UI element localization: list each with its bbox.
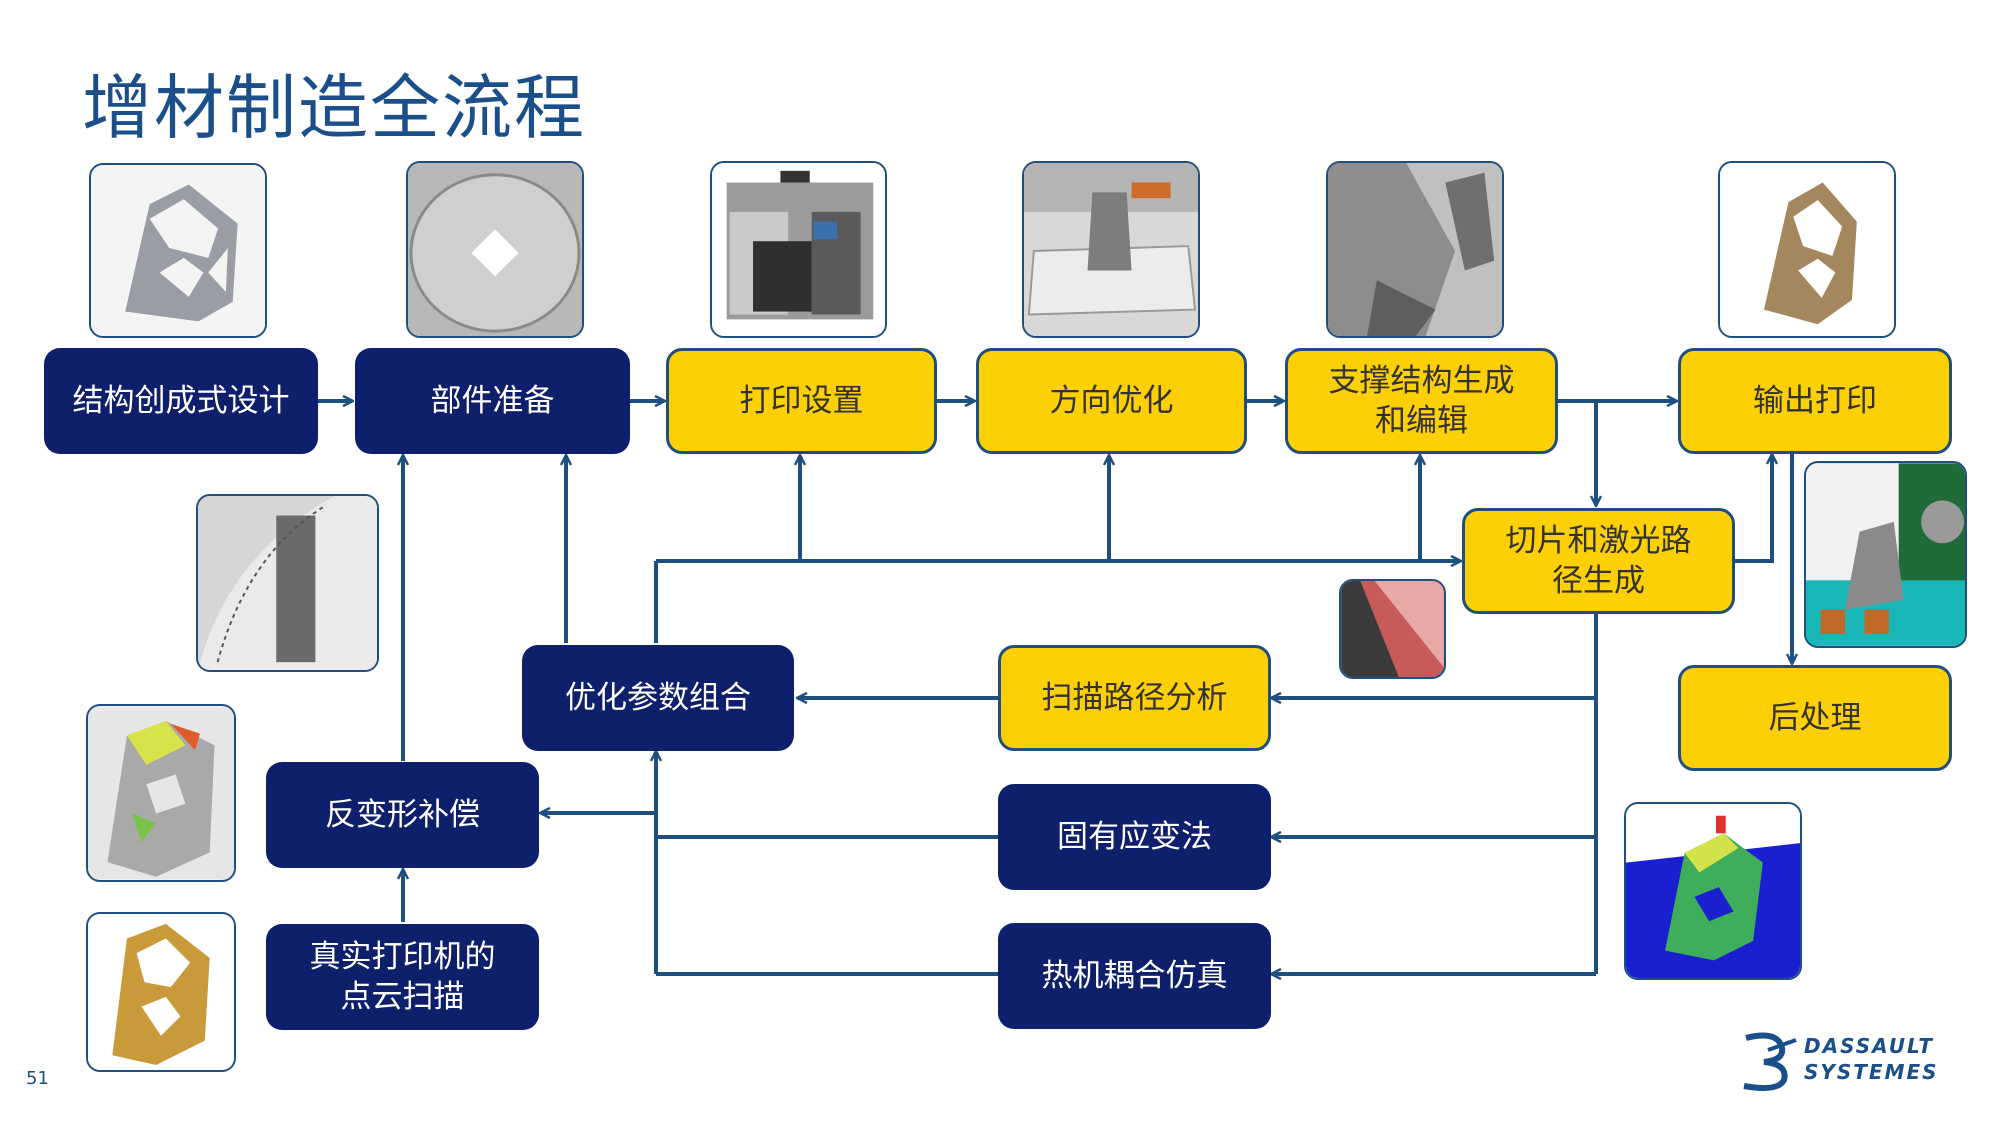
topology-bracket-image — [89, 163, 267, 338]
node-label-line1: 支撑结构生成 — [1328, 363, 1515, 399]
mesh-detail-image — [196, 494, 379, 672]
thermal-sim-image — [1624, 802, 1802, 980]
support-structure-image — [1326, 161, 1504, 338]
node-inherent-strain: 固有应变法 — [998, 784, 1271, 890]
node-label: 方向优化 — [1049, 383, 1174, 419]
node-label-line1: 切片和激光路 — [1505, 523, 1692, 559]
node-label: 扫描路径分析 — [1041, 680, 1228, 716]
page-title: 增材制造全流程 — [82, 67, 586, 149]
node-label: 反变形补偿 — [325, 797, 480, 833]
node-parameter-optimization: 优化参数组合 — [522, 645, 794, 751]
logo-line1: DASSAULT — [1804, 1034, 1935, 1058]
gold-bracket-image — [86, 912, 236, 1072]
node-post-processing: 后处理 — [1678, 665, 1952, 771]
removal-image — [1804, 461, 1967, 648]
node-point-cloud-scan: 真实打印机的点云扫描 — [266, 924, 539, 1030]
page-number: 51 — [26, 1068, 49, 1089]
distortion-image — [86, 704, 236, 882]
printed-part-image — [1718, 161, 1896, 338]
node-label: 优化参数组合 — [565, 680, 751, 716]
node-scan-path-analysis: 扫描路径分析 — [998, 645, 1271, 751]
node-print-setup: 打印设置 — [666, 348, 937, 454]
node-label: 热机耦合仿真 — [1041, 958, 1228, 994]
node-label: 固有应变法 — [1057, 819, 1212, 855]
logo-line2: SYSTEMES — [1804, 1060, 1939, 1084]
printer-machine-image — [710, 161, 887, 338]
part-prep-image — [406, 161, 584, 338]
node-generative-design: 结构创成式设计 — [44, 348, 318, 454]
node-slicing-laser-path: 切片和激光路径生成 — [1462, 508, 1735, 614]
node-part-preparation: 部件准备 — [355, 348, 630, 454]
node-label-line2: 径生成 — [1552, 563, 1645, 599]
node-label: 后处理 — [1768, 700, 1862, 736]
orientation-image — [1022, 161, 1200, 338]
node-label: 部件准备 — [430, 383, 555, 419]
node-reverse-compensation: 反变形补偿 — [266, 762, 539, 868]
node-label-line1: 真实打印机的 — [309, 939, 496, 975]
node-orientation-optimization: 方向优化 — [976, 348, 1247, 454]
node-label: 打印设置 — [739, 383, 864, 419]
node-label-line2: 点云扫描 — [340, 979, 465, 1015]
node-output-print: 输出打印 — [1678, 348, 1952, 454]
dassault-logo: DASSAULT SYSTEMES — [1738, 1030, 1968, 1092]
node-support-generation: 支撑结构生成和编辑 — [1285, 348, 1558, 454]
slicing-detail-image — [1339, 579, 1446, 679]
node-thermo-mechanical-simulation: 热机耦合仿真 — [998, 923, 1271, 1029]
node-label: 结构创成式设计 — [72, 383, 290, 419]
node-label: 输出打印 — [1753, 383, 1877, 419]
3ds-logo-icon — [1743, 1032, 1797, 1091]
node-label-line2: 和编辑 — [1375, 403, 1468, 439]
